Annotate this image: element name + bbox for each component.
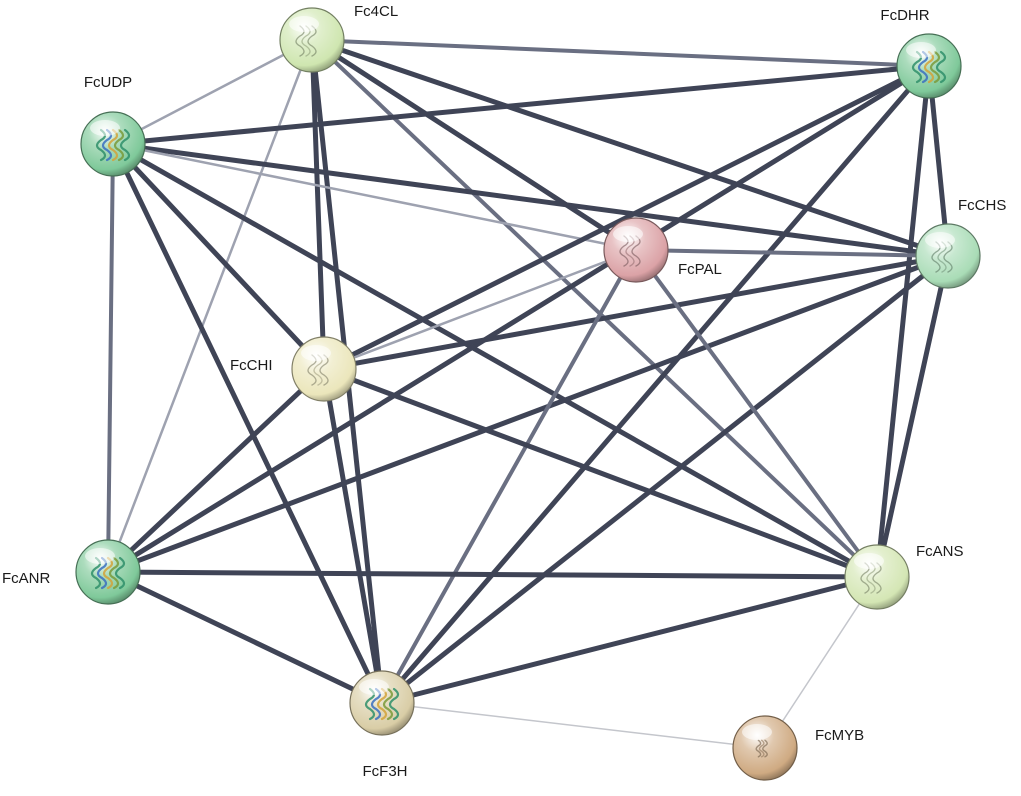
sphere-highlight	[90, 120, 120, 136]
edge-Fc4CL-FcUDP[interactable]	[111, 38, 314, 146]
sphere-highlight	[301, 345, 331, 361]
edge-FcDHR-FcCHI[interactable]	[321, 63, 932, 372]
node-FcANS[interactable]: FcANS	[844, 543, 964, 610]
node-label: Fc4CL	[354, 3, 398, 20]
sphere-highlight	[359, 679, 389, 695]
node-label: FcDHR	[880, 7, 929, 24]
sphere-highlight	[742, 724, 772, 740]
sphere-highlight	[289, 16, 319, 32]
protein-structure-icon	[755, 739, 768, 758]
edge-FcF3H-FcANS[interactable]	[379, 574, 880, 706]
node-FcPAL[interactable]: FcPAL	[603, 217, 722, 283]
edge-FcDHR-FcANR[interactable]	[105, 63, 932, 575]
edge-FcCHI-FcANR[interactable]	[105, 366, 327, 575]
edge-FcDHR-FcF3H[interactable]	[379, 63, 932, 706]
edge-FcCHS-FcPAL[interactable]	[634, 248, 950, 258]
node-FcCHI[interactable]: FcCHI	[230, 336, 357, 402]
edge-Fc4CL-FcDHR[interactable]	[310, 38, 931, 68]
protein-structure-icon	[95, 128, 131, 162]
node-label: FcMYB	[815, 727, 864, 744]
edge-Fc4CL-FcCHI[interactable]	[309, 37, 327, 372]
node-label: FcCHS	[958, 197, 1006, 214]
edge-Fc4CL-FcANS[interactable]	[310, 38, 879, 579]
sphere-highlight	[854, 553, 884, 569]
node-FcANR[interactable]: FcANR	[2, 539, 141, 605]
node-label: FcUDP	[84, 74, 132, 91]
sphere-highlight	[906, 42, 936, 58]
node-label: FcF3H	[363, 763, 408, 780]
edge-FcUDP-FcF3H[interactable]	[110, 141, 385, 706]
edge-FcUDP-FcPAL[interactable]	[111, 142, 638, 252]
sphere-highlight	[613, 226, 643, 242]
edge-FcCHS-FcCHI[interactable]	[321, 253, 951, 372]
edge-FcPAL-FcF3H[interactable]	[380, 248, 638, 705]
edge-FcPAL-FcCHI[interactable]	[322, 248, 638, 371]
edge-FcCHS-FcANR[interactable]	[105, 253, 951, 575]
edge-FcANR-FcF3H[interactable]	[105, 569, 385, 706]
edge-Fc4CL-FcPAL[interactable]	[309, 37, 639, 253]
node-label: FcANS	[916, 543, 964, 560]
edge-Fc4CL-FcCHS[interactable]	[309, 37, 951, 259]
edge-FcANS-FcMYB[interactable]	[764, 576, 878, 749]
edges-layer	[105, 37, 951, 749]
edge-FcANR-FcANS[interactable]	[105, 569, 880, 580]
node-Fc4CL[interactable]: Fc4CL	[279, 3, 398, 73]
sphere-highlight	[925, 232, 955, 248]
edge-FcUDP-FcANR[interactable]	[106, 142, 115, 574]
edge-FcF3H-FcMYB[interactable]	[381, 702, 766, 749]
node-label: FcPAL	[678, 261, 722, 278]
node-FcF3H[interactable]: FcF3H	[349, 670, 415, 780]
edge-FcUDP-FcCHS[interactable]	[110, 141, 951, 259]
node-label: FcANR	[2, 570, 51, 587]
edge-FcCHI-FcANS[interactable]	[321, 366, 880, 580]
edge-FcCHS-FcF3H[interactable]	[379, 253, 951, 706]
node-label: FcCHI	[230, 357, 273, 374]
edge-FcDHR-FcANS[interactable]	[874, 63, 932, 580]
edge-FcPAL-FcANS[interactable]	[634, 248, 879, 579]
node-FcMYB[interactable]: FcMYB	[732, 715, 864, 781]
sphere-highlight	[85, 548, 115, 564]
edge-FcUDP-FcDHR[interactable]	[110, 63, 932, 147]
nodes-layer: FcUDP Fc4CL FcDHR FcCHS FcPAL FcCHI FcANR FcANS…	[2, 3, 1006, 781]
edge-FcCHS-FcANS[interactable]	[874, 253, 951, 580]
edge-FcUDP-FcCHI[interactable]	[110, 141, 327, 372]
node-FcCHS[interactable]: FcCHS	[915, 197, 1006, 289]
node-FcDHR[interactable]: FcDHR	[880, 7, 962, 99]
node-FcUDP[interactable]: FcUDP	[80, 74, 146, 177]
edge-FcCHI-FcF3H[interactable]	[321, 366, 385, 706]
edge-FcUDP-FcANS[interactable]	[110, 141, 880, 580]
